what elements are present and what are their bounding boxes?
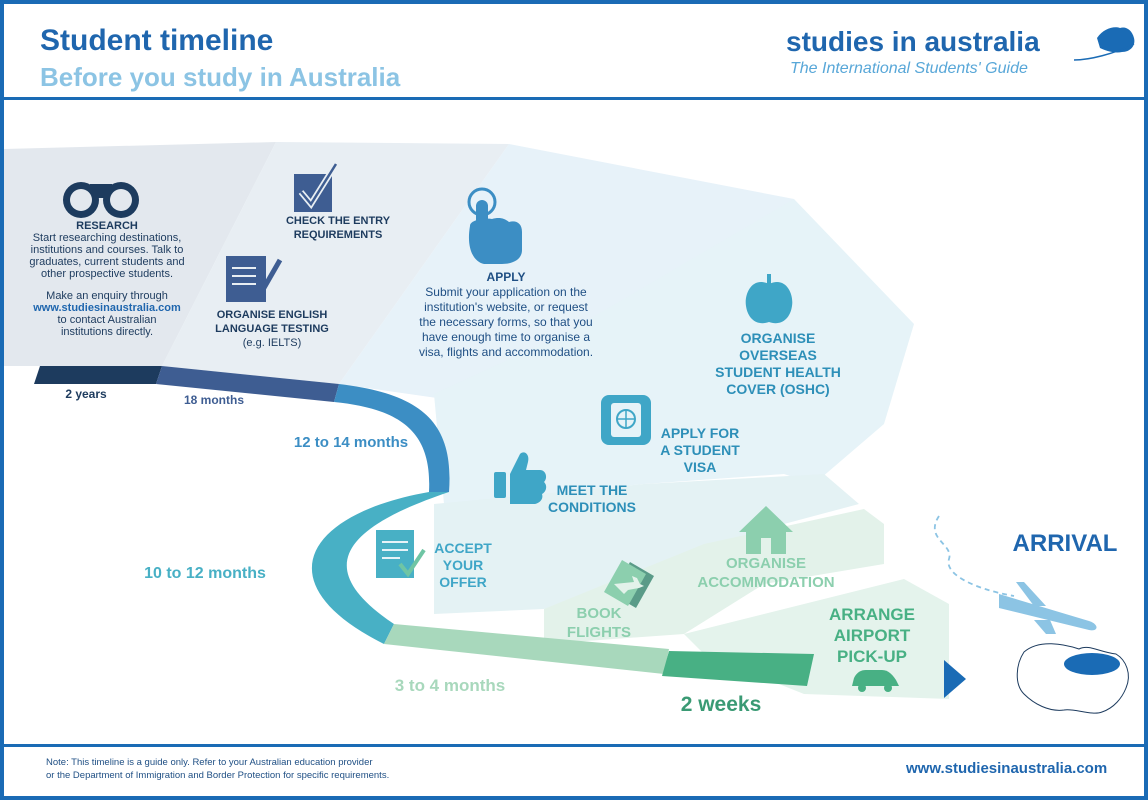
plane-ticket-icon — [604, 560, 654, 608]
research-line: institutions directly. — [60, 326, 154, 338]
footer-divider — [4, 744, 1144, 747]
apply-title: APPLY — [486, 270, 526, 284]
check-entry-line: REQUIREMENTS — [293, 229, 383, 241]
segment-18months — [156, 366, 339, 402]
timeline-2years: 2 years — [65, 387, 107, 401]
apply-line: Submit your application on the — [425, 285, 587, 299]
accommodation-label: ORGANISE ACCOMMODATION — [680, 554, 852, 592]
binoculars-icon — [63, 182, 139, 218]
timeline-2weeks: 2 weeks — [680, 693, 762, 716]
research-line: graduates, current students and — [29, 256, 185, 268]
page-title: Student timeline — [40, 24, 274, 57]
research-enquiry-link[interactable]: www.studiesinaustralia.com — [33, 302, 181, 314]
header-divider — [4, 97, 1144, 100]
panel-visa — [434, 474, 859, 614]
passport-icon — [601, 395, 651, 445]
oshc-line: OVERSEAS — [739, 347, 817, 363]
oshc-line: ORGANISE — [740, 330, 816, 346]
conditions-line: MEET THE — [556, 482, 628, 498]
timeline-12to14: 12 to 14 months — [293, 434, 409, 451]
visa-label: APPLY FOR A STUDENT VISA — [650, 425, 750, 476]
accept-line: OFFER — [439, 574, 487, 590]
timeline-18months: 18 months — [183, 393, 244, 407]
oshc-line: COVER (OSHC) — [726, 381, 830, 397]
document-check-icon — [376, 530, 426, 578]
accept-line: YOUR — [442, 557, 484, 573]
research-block: RESEARCH Start researching destinations,… — [22, 220, 192, 338]
visa-line: VISA — [683, 459, 717, 475]
flights-line: FLIGHTS — [566, 624, 632, 641]
brand-tagline: The International Students' Guide — [790, 60, 1028, 77]
page-subtitle: Before you study in Australia — [40, 62, 401, 92]
panel-check-entry — [162, 142, 509, 384]
research-line: institutions and courses. Talk to — [30, 244, 184, 256]
research-title: RESEARCH — [76, 220, 138, 232]
pointing-hand-icon — [467, 187, 522, 264]
thumbs-up-icon — [494, 452, 547, 504]
apply-line: institution's website, or request — [424, 300, 588, 314]
english-sub: (e.g. IELTS) — [242, 337, 302, 349]
check-entry-label: CHECK THE ENTRY REQUIREMENTS — [276, 214, 400, 242]
pickup-line: AIRPORT — [833, 626, 911, 645]
footer-note-line: Note: This timeline is a guide only. Ref… — [46, 757, 373, 768]
check-entry-line: CHECK THE ENTRY — [285, 215, 391, 227]
apply-line: have enough time to organise a — [421, 330, 591, 344]
panel-oshc — [434, 199, 914, 504]
flights-line: BOOK — [576, 605, 622, 622]
apply-block: APPLY Submit your application on the ins… — [400, 270, 612, 360]
pickup-label: ARRANGE AIRPORT PICK-UP — [814, 604, 930, 667]
australia-map-icon — [1016, 643, 1129, 714]
research-line: other prospective students. — [40, 268, 174, 280]
oshc-label: ORGANISE OVERSEAS STUDENT HEALTH COVER (… — [700, 330, 856, 398]
pickup-line: ARRANGE — [829, 605, 915, 624]
research-line: Start researching destinations, — [32, 232, 182, 244]
apply-line: visa, flights and accommodation. — [418, 345, 594, 359]
research-line: to contact Australian — [57, 314, 157, 326]
conditions-label: MEET THE CONDITIONS — [540, 482, 644, 516]
footer-note: Note: This timeline is a guide only. Ref… — [46, 756, 389, 782]
oshc-line: STUDENT HEALTH — [715, 364, 841, 380]
visa-line: A STUDENT — [660, 442, 740, 458]
footer-url[interactable]: www.studiesinaustralia.com — [906, 760, 1108, 777]
checkbox-tick-icon — [294, 162, 339, 212]
brand-name: studies in australia — [786, 26, 1040, 57]
timeline-end-arrow — [944, 660, 966, 698]
background-art — [4, 27, 1135, 714]
accept-label: ACCEPT YOUR OFFER — [424, 540, 502, 591]
timeline-10to12: 10 to 12 months — [144, 565, 266, 582]
flights-label: BOOK FLIGHTS — [559, 604, 639, 642]
segment-12to14 — [334, 384, 450, 492]
segment-2weeks — [662, 651, 814, 686]
visa-line: APPLY FOR — [660, 425, 740, 441]
pickup-line: PICK-UP — [837, 647, 907, 666]
car-icon — [852, 670, 899, 692]
panel-accommodation — [544, 509, 884, 644]
airplane-icon — [999, 582, 1097, 634]
australia-logo-icon — [1073, 27, 1135, 61]
flight-path — [933, 515, 1015, 597]
accommodation-line: ORGANISE — [725, 555, 806, 572]
english-label: ORGANISE ENGLISH LANGUAGE TESTING (e.g. … — [204, 308, 340, 350]
accommodation-line: ACCOMMODATION — [697, 574, 835, 591]
segment-10to12 — [311, 492, 449, 644]
panel-apply — [339, 144, 794, 399]
arrival-label: ARRIVAL — [1012, 530, 1118, 557]
apple-icon — [745, 274, 793, 324]
footer-note-line: or the Department of Immigration and Bor… — [46, 770, 390, 781]
english-line: ORGANISE ENGLISH — [216, 309, 328, 321]
segment-3to4 — [384, 624, 669, 674]
apply-line: the necessary forms, so that you — [419, 315, 593, 329]
accept-line: ACCEPT — [434, 540, 492, 556]
segment-2years — [34, 366, 162, 384]
research-enquiry-line: Make an enquiry through — [46, 290, 168, 302]
house-icon — [739, 506, 793, 554]
document-pencil-icon — [226, 256, 283, 302]
conditions-line: CONDITIONS — [548, 499, 636, 515]
english-line: LANGUAGE TESTING — [215, 323, 329, 335]
timeline-3to4: 3 to 4 months — [394, 676, 506, 695]
